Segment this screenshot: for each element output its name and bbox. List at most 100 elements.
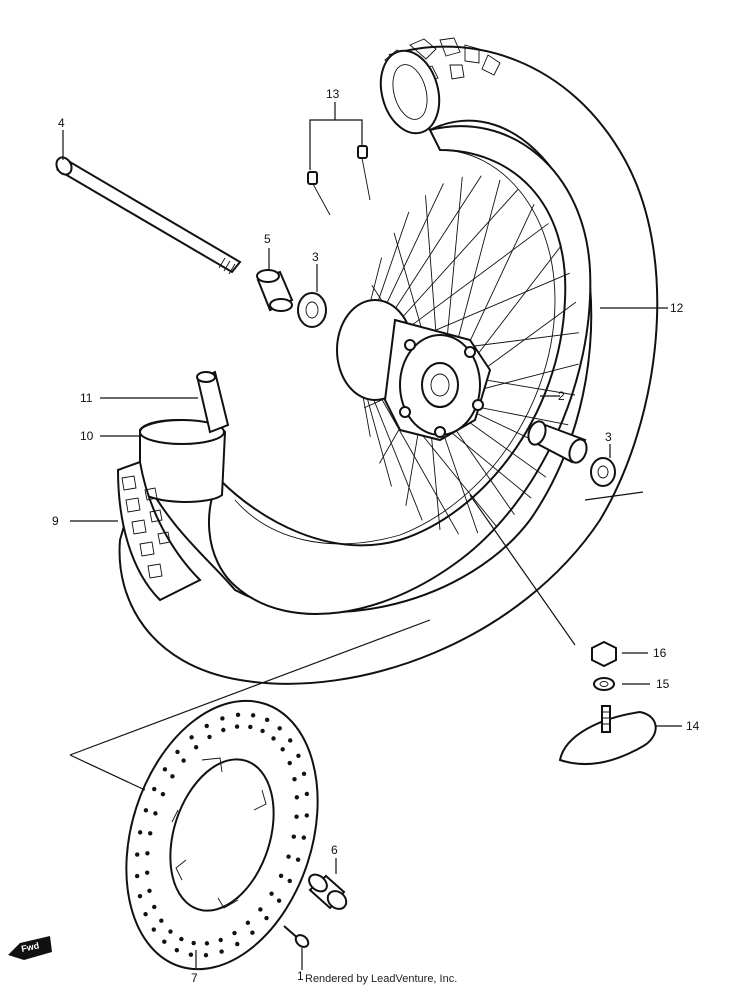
disc-hole	[271, 736, 276, 741]
disc-hole	[295, 857, 301, 862]
callout-6: 6	[331, 843, 338, 857]
disc-hole	[234, 724, 240, 729]
rim-lock-nut	[591, 640, 617, 668]
rim-lock	[558, 705, 657, 766]
disc-hole	[162, 939, 167, 944]
disc-hole	[188, 952, 194, 957]
spoke	[392, 223, 549, 340]
disc-hole	[278, 873, 284, 879]
disc-hole	[135, 852, 140, 857]
disc-hole	[296, 753, 301, 758]
disc-hole	[250, 930, 255, 935]
disc-hole	[137, 830, 143, 835]
rim-lock-washer	[593, 677, 615, 691]
callout-7: 7	[191, 971, 198, 985]
disc-hole	[304, 791, 310, 797]
spoke-nipples	[307, 145, 371, 216]
disc-hole	[248, 724, 253, 730]
brake-disc-holes	[134, 712, 310, 958]
disc-hole	[277, 726, 282, 731]
disc-hole	[258, 907, 263, 912]
disc-hole	[193, 745, 199, 750]
disc-hole	[235, 712, 241, 718]
spoke	[382, 175, 482, 328]
disc-hole	[152, 786, 157, 792]
disc-hole	[250, 713, 256, 718]
disc-hole	[292, 777, 297, 782]
tire	[118, 37, 659, 685]
spacer	[256, 269, 294, 312]
disc-hole	[207, 734, 212, 740]
disc-hole	[144, 870, 150, 875]
disc-hole	[304, 813, 309, 818]
disc-hole	[145, 851, 150, 856]
forward-direction-badge: Fwd	[8, 936, 52, 960]
disc-hole	[264, 915, 269, 921]
bearing-right	[590, 457, 616, 487]
disc-hole	[134, 873, 140, 879]
axle	[55, 156, 242, 275]
disc-hole	[301, 835, 307, 840]
disc-hole	[301, 771, 307, 777]
forward-label: Fwd	[20, 940, 40, 954]
disc-hole	[260, 728, 265, 734]
spoke	[376, 183, 444, 326]
disc-hole	[218, 937, 223, 943]
spoke	[450, 179, 501, 365]
disc-hole	[287, 760, 292, 766]
callout-3-right: 3	[605, 430, 612, 444]
disc-bolt	[308, 873, 348, 910]
callout-14: 14	[686, 719, 700, 733]
callout-13: 13	[326, 87, 340, 101]
callout-labels: 4 5 3 13 12 11 10 9 2 3 16 15 14 6 1 7	[52, 87, 700, 985]
disc-hole	[294, 814, 299, 819]
disc-hole	[170, 774, 175, 779]
disc-hole	[245, 920, 251, 925]
callout-4: 4	[58, 116, 65, 130]
spoke	[444, 176, 463, 361]
disc-hole	[264, 717, 270, 723]
disc-hole	[143, 912, 148, 917]
callout-16: 16	[653, 646, 667, 660]
disc-hole	[204, 941, 210, 946]
hub	[336, 299, 492, 442]
disc-hole	[286, 854, 291, 859]
disc-hole	[160, 791, 166, 797]
callout-1: 1	[297, 969, 304, 983]
disc-hole	[276, 898, 282, 903]
disc-hole	[143, 808, 149, 813]
callout-9: 9	[52, 514, 59, 528]
disc-hole	[153, 811, 158, 816]
disc-hole	[191, 940, 196, 946]
disc-hole	[288, 738, 293, 743]
brake-disc	[125, 699, 319, 971]
disc-hole	[151, 927, 156, 932]
callout-12: 12	[670, 301, 684, 315]
callout-11: 11	[80, 391, 93, 405]
disc-hole	[220, 716, 225, 721]
disc-hole	[221, 727, 226, 733]
disc-hole	[219, 949, 224, 954]
disc-hole	[168, 929, 173, 934]
disc-hole	[152, 904, 157, 910]
disc-hole	[294, 795, 300, 800]
rim	[207, 125, 592, 615]
disc-hole	[148, 831, 153, 836]
disc-hole	[189, 735, 194, 740]
tire-tread-lower	[116, 460, 202, 602]
callout-2: 2	[558, 389, 565, 403]
disc-hole	[147, 888, 152, 893]
disc-hole	[181, 758, 186, 763]
spacer-right	[527, 420, 588, 464]
disc-hole	[137, 893, 143, 899]
disc-hole	[235, 941, 240, 947]
spoke	[388, 189, 519, 333]
callout-10: 10	[80, 429, 94, 443]
disc-hole	[179, 936, 184, 942]
disc-hole	[287, 878, 292, 884]
credit-text: Rendered by LeadVenture, Inc.	[305, 973, 457, 985]
disc-hole	[291, 834, 296, 839]
inner-tube	[139, 370, 230, 503]
